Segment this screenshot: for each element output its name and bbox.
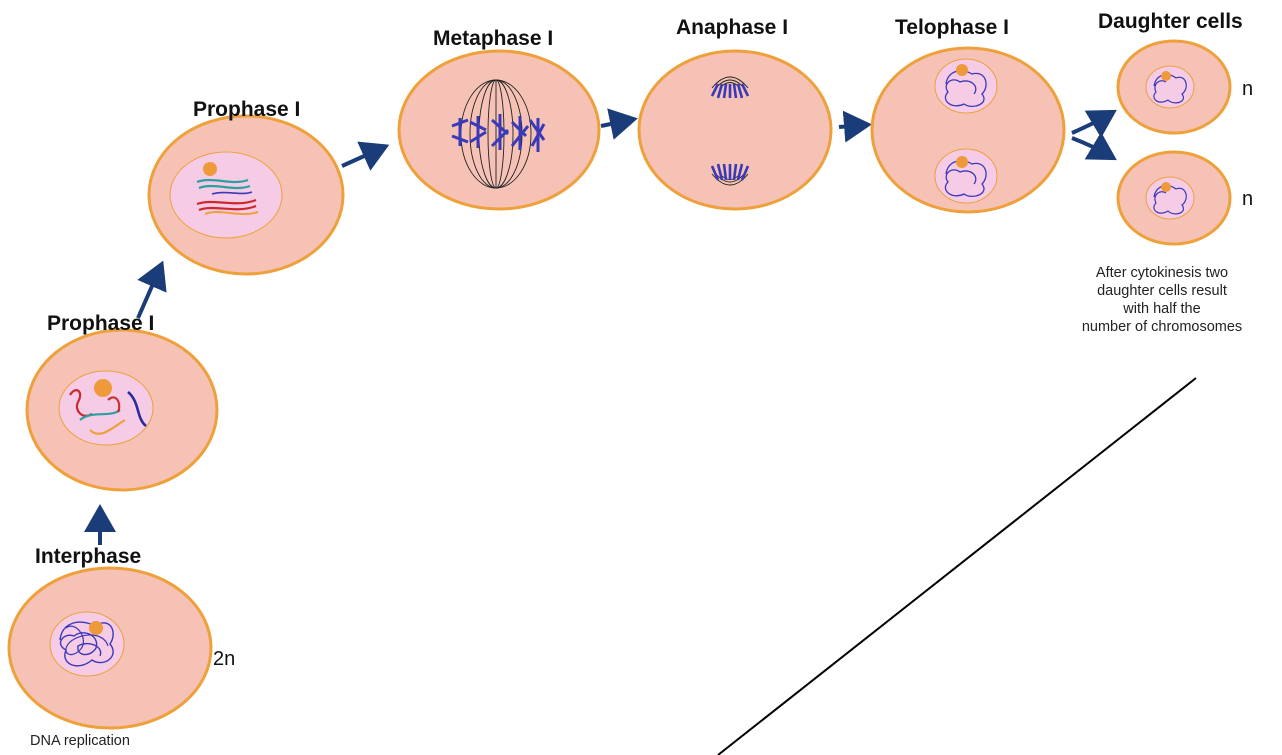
caption-line-4: number of chromosomes xyxy=(1044,318,1280,336)
arrow-telophase-to-daughter-bottom xyxy=(1072,138,1110,156)
daughter-cell-bottom xyxy=(1118,152,1230,244)
ploidy-interphase: 2n xyxy=(213,648,235,671)
arrow-prophase-to-metaphase xyxy=(342,148,382,166)
label-anaphase: Anaphase I xyxy=(676,16,788,40)
nucleus xyxy=(170,152,282,238)
ploidy-daughter-bottom: n xyxy=(1242,188,1253,211)
arrow-anaphase-to-telophase xyxy=(839,125,864,127)
metaphase-cell xyxy=(399,51,599,209)
label-interphase: Interphase xyxy=(35,545,141,569)
ploidy-daughter-top: n xyxy=(1242,78,1253,101)
diagonal-line xyxy=(718,378,1196,755)
label-daughter-cells: Daughter cells xyxy=(1098,10,1243,34)
nucleus-bottom xyxy=(935,149,997,203)
prophase-late-cell xyxy=(149,116,343,274)
label-prophase-late: Prophase I xyxy=(193,98,300,122)
label-metaphase: Metaphase I xyxy=(433,27,553,51)
caption-daughter-cells: After cytokinesis two daughter cells res… xyxy=(1044,264,1280,336)
nucleus-top xyxy=(935,59,997,113)
nucleolus xyxy=(203,162,217,176)
arrow-telophase-to-daughter-top xyxy=(1072,114,1110,133)
interphase-cell xyxy=(9,568,211,728)
nucleolus xyxy=(94,379,112,397)
telophase-cell xyxy=(872,48,1064,212)
caption-line-1: After cytokinesis two xyxy=(1044,264,1280,282)
daughter-cell-top xyxy=(1118,41,1230,133)
arrow-prophase-to-prophase xyxy=(138,268,160,318)
prophase-early-cell xyxy=(27,330,217,490)
label-telophase: Telophase I xyxy=(895,16,1009,40)
caption-line-2: daughter cells result xyxy=(1044,282,1280,300)
anaphase-cell xyxy=(639,51,831,209)
label-prophase-early: Prophase I xyxy=(47,312,154,336)
caption-line-3: with half the xyxy=(1044,300,1280,318)
nucleolus xyxy=(89,621,103,635)
caption-interphase: DNA replication xyxy=(30,732,130,750)
arrow-metaphase-to-anaphase xyxy=(601,120,630,126)
